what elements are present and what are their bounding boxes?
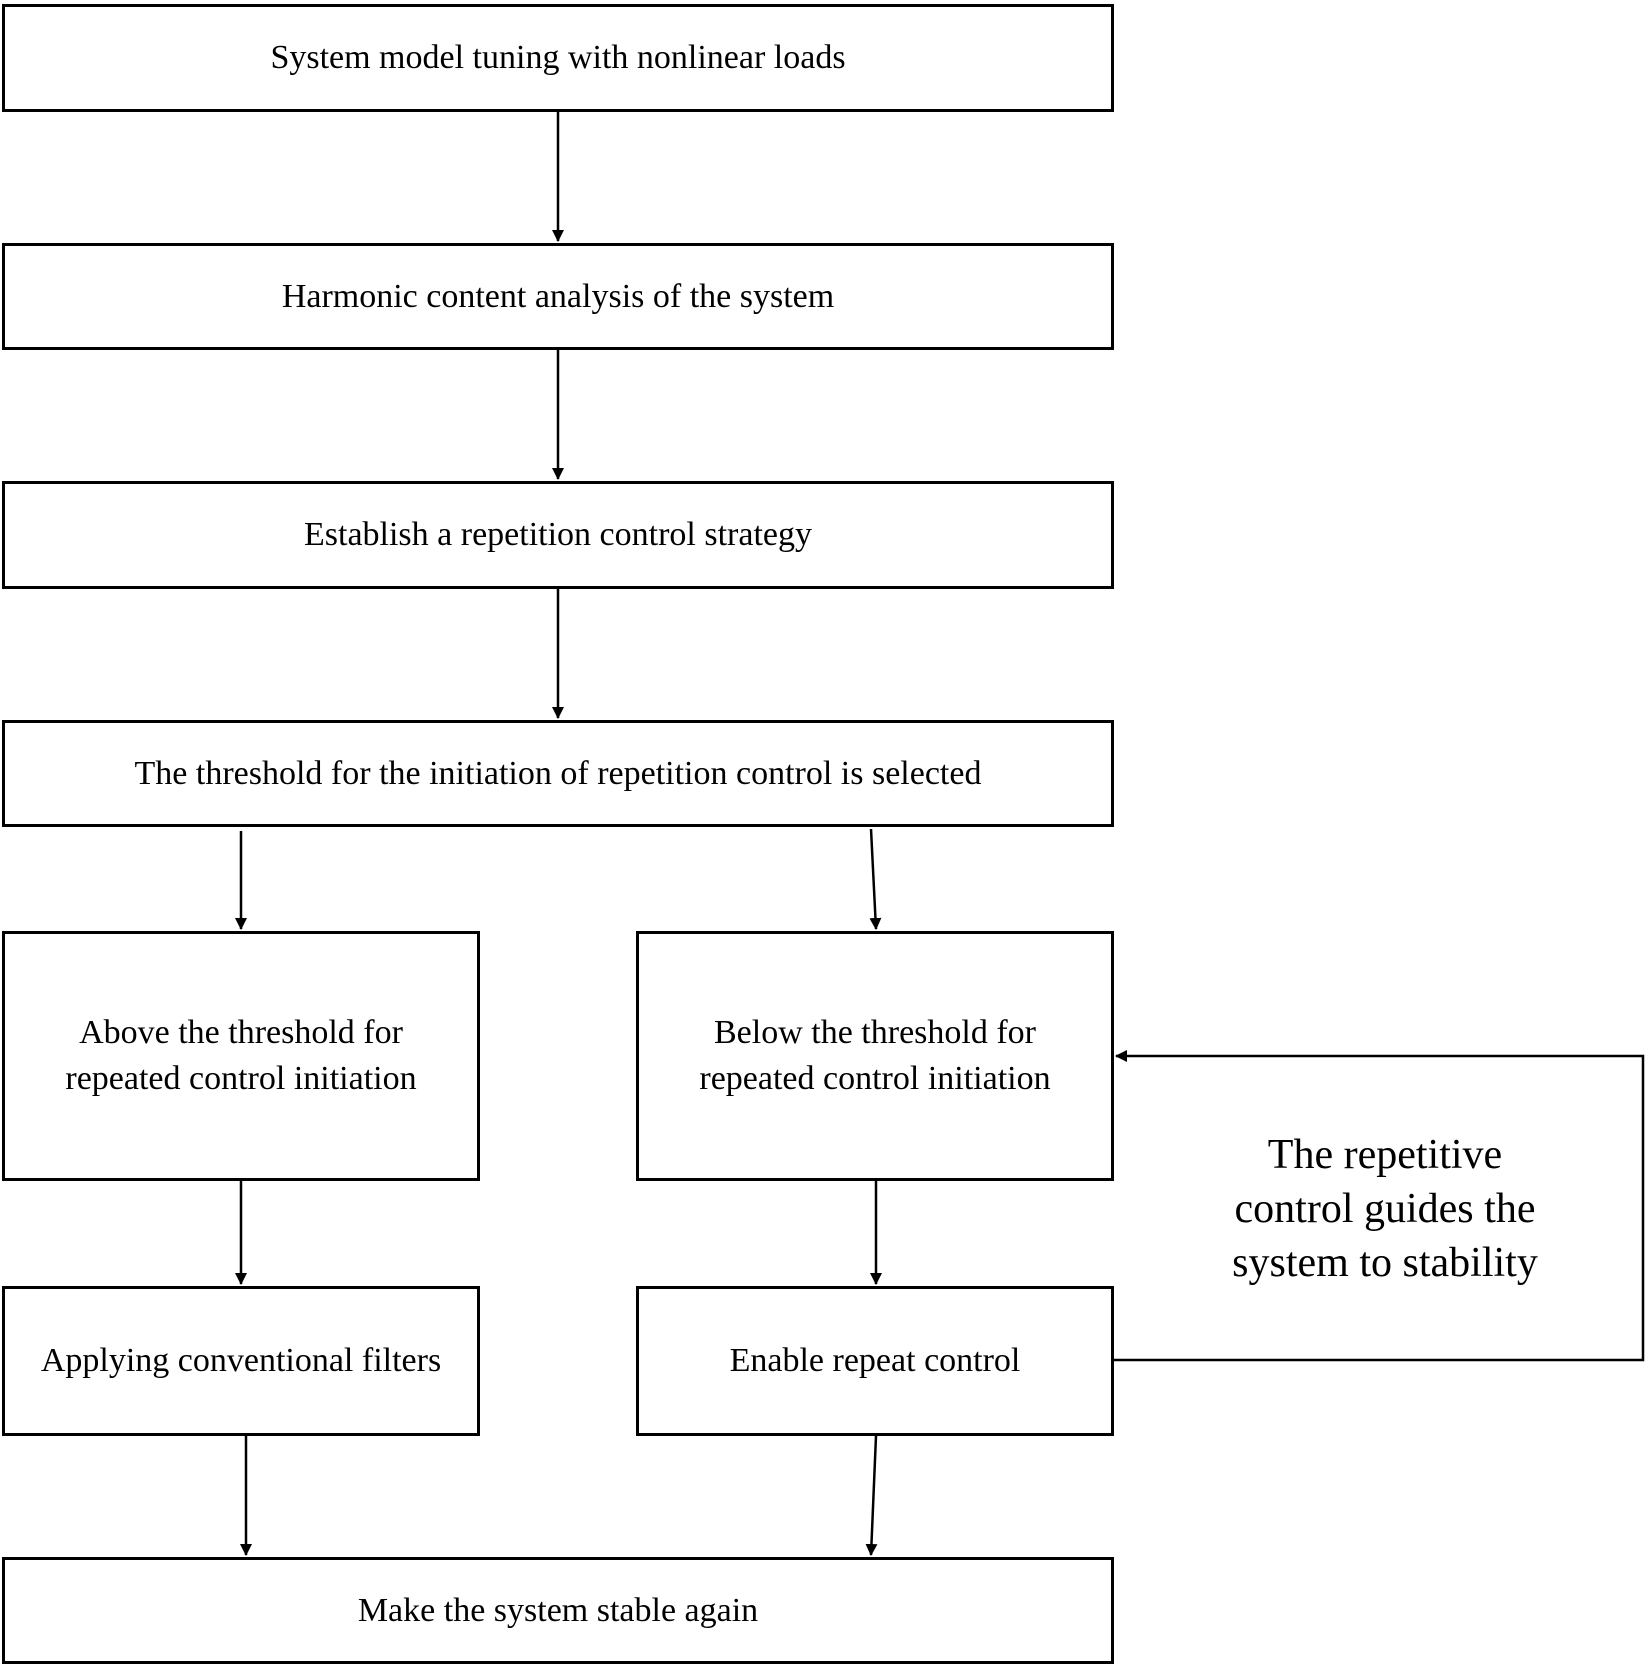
node-below-threshold-line-2: repeated control initiation (699, 1060, 1051, 1097)
arrow-feedback-loop (1114, 1050, 1645, 1362)
node-threshold-selected-label: The threshold for the initiation of repe… (134, 754, 982, 792)
node-conventional-filters: Applying conventional filters (2, 1286, 480, 1436)
node-threshold-selected: The threshold for the initiation of repe… (2, 720, 1114, 827)
node-below-threshold: Below the threshold for repeated control… (636, 931, 1114, 1181)
node-above-threshold-line-2: repeated control initiation (65, 1060, 417, 1097)
arrow-threshold-to-below (869, 828, 882, 930)
node-below-threshold-line-1: Below the threshold for (714, 1014, 1036, 1051)
feedback-loop-label: The repetitive control guides the system… (1170, 1128, 1600, 1290)
node-establish-strategy-label: Establish a repetition control strategy (304, 516, 812, 553)
node-model-tuning-label: System model tuning with nonlinear loads (270, 39, 846, 76)
node-above-threshold-line-1: Above the threshold for (79, 1014, 403, 1051)
node-model-tuning: System model tuning with nonlinear loads (2, 4, 1114, 112)
node-enable-repeat-label: Enable repeat control (729, 1342, 1021, 1379)
feedback-label-line-3: system to stability (1232, 1240, 1538, 1286)
node-harmonic-analysis: Harmonic content analysis of the system (2, 243, 1114, 350)
node-conventional-filters-label: Applying conventional filters (40, 1342, 442, 1379)
feedback-label-line-2: control guides the (1234, 1186, 1536, 1232)
arrow-enable-to-stable (865, 1435, 878, 1556)
node-establish-strategy: Establish a repetition control strategy (2, 481, 1114, 589)
node-stable-again-label: Make the system stable again (357, 1591, 759, 1629)
node-above-threshold: Above the threshold for repeated control… (2, 931, 480, 1181)
node-stable-again: Make the system stable again (2, 1557, 1114, 1664)
node-enable-repeat: Enable repeat control (636, 1286, 1114, 1436)
node-harmonic-analysis-label: Harmonic content analysis of the system (281, 277, 835, 315)
feedback-label-line-1: The repetitive (1267, 1132, 1503, 1178)
